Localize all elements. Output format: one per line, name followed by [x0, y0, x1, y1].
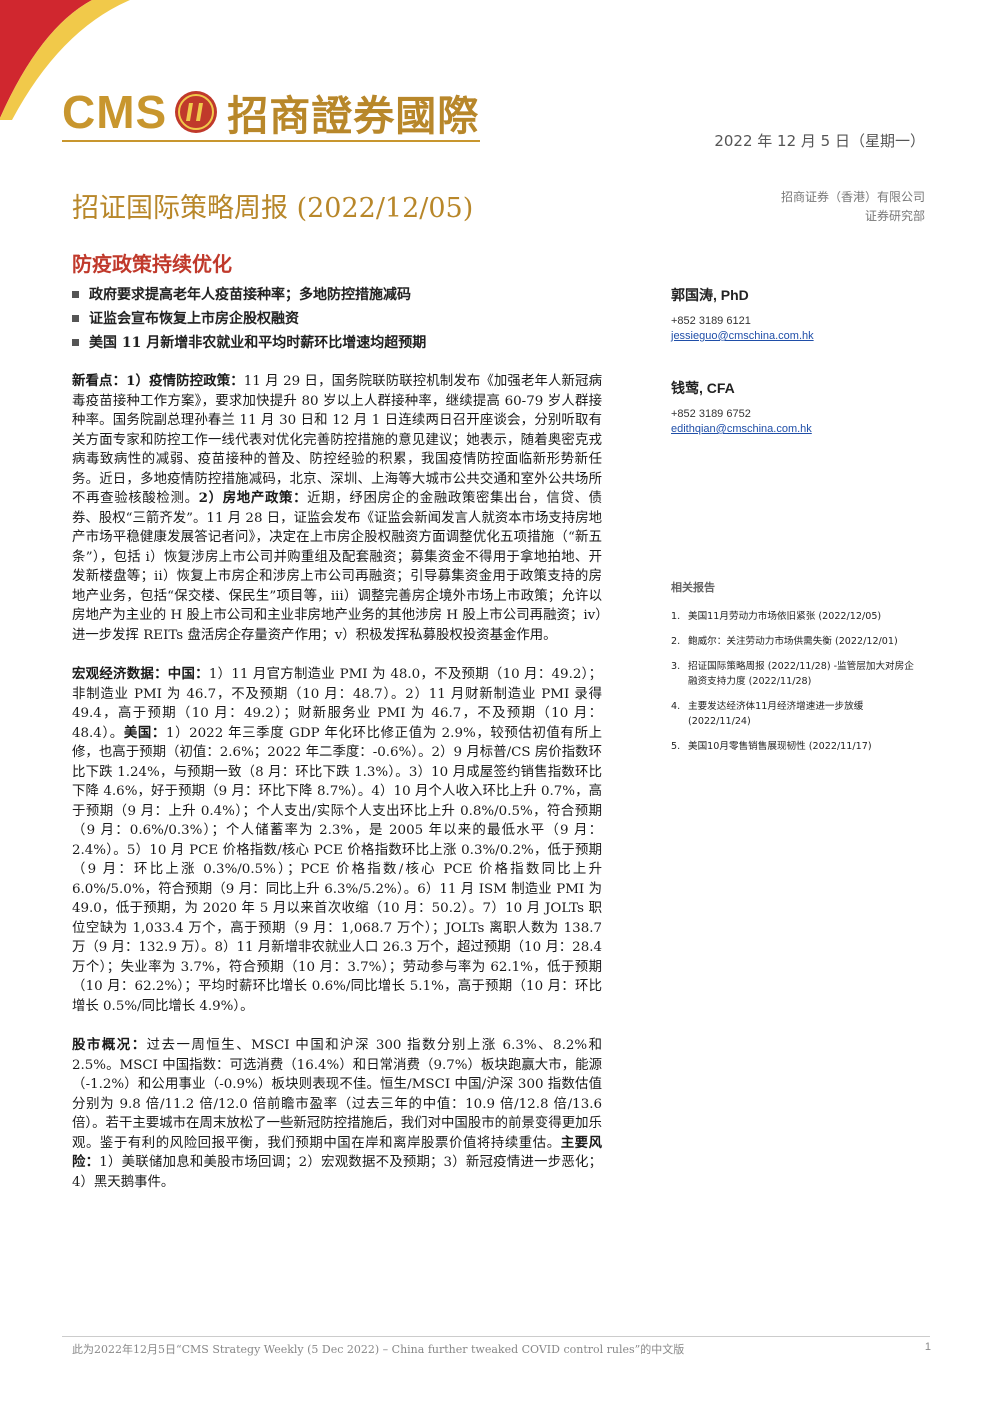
corner-decoration [0, 0, 130, 120]
section-new-highlights: 新看点：1）疫情防控政策：11 月 29 日，国务院联防联控机制发布《加强老年人… [72, 373, 603, 643]
section-market-overview: 股市概况：过去一周恒生、MSCI 中国和沪深 300 指数分别上涨 6.3%、8… [72, 1037, 603, 1190]
authors-panel: 郭国涛, PhD +852 3189 6121 jessieguo@cmschi… [671, 285, 926, 471]
author-card: 钱莺, CFA +852 3189 6752 edithqian@cmschin… [671, 378, 926, 437]
highlight-item: 证监会宣布恢复上市房企股权融资 [72, 306, 632, 330]
logo-underline [62, 140, 480, 142]
bullet-square-icon [72, 290, 79, 298]
logo-text-en: CMS [62, 86, 168, 138]
department-name: 证券研究部 [864, 209, 925, 223]
main-body: 新看点：1）疫情防控政策：11 月 29 日，国务院联防联控机制发布《加强老年人… [72, 372, 602, 1212]
bullet-square-icon [72, 314, 79, 322]
company-info: 招商证券（香港）有限公司 证券研究部 [781, 188, 925, 226]
author-email-link[interactable]: edithqian@cmschina.com.hk [671, 423, 812, 435]
related-reports-title: 相关报告 [671, 581, 715, 594]
footer-note: 此为2022年12月5日“CMS Strategy Weekly (5 Dec … [72, 1343, 685, 1356]
author-email-link[interactable]: jessieguo@cmschina.com.hk [671, 330, 814, 342]
author-phone: +852 3189 6121 [671, 315, 751, 327]
highlights-list: 政府要求提高老年人疫苗接种率；多地防控措施减码 证监会宣布恢复上市房企股权融资 … [72, 282, 632, 354]
footer-divider [62, 1336, 930, 1337]
related-report-item[interactable]: 3.招证国际策略周报 (2022/11/28) -监管层加大对房企融资支持力度 … [671, 661, 914, 687]
author-phone: +852 3189 6752 [671, 408, 751, 420]
related-report-item[interactable]: 5.美国10月零售销售展现韧性 (2022/11/17) [671, 741, 872, 752]
company-name: 招商证券（香港）有限公司 [780, 190, 925, 204]
page-number: 1 [924, 1341, 931, 1353]
logo-badge-icon [175, 91, 218, 133]
report-title: 招证国际策略周报 (2022/12/05) [72, 193, 474, 224]
company-logo: CMS 招商證券國際 [62, 84, 479, 140]
author-name: 钱莺, CFA [671, 380, 735, 396]
author-name: 郭国涛, PhD [671, 287, 749, 303]
highlight-item: 美国 11 月新增非农就业和平均时薪环比增速均超预期 [72, 330, 632, 354]
logo-text-cn: 招商證券國際 [227, 92, 480, 140]
report-date: 2022 年 12 月 5 日（星期一） [714, 132, 925, 150]
author-card: 郭国涛, PhD +852 3189 6121 jessieguo@cmschi… [671, 285, 926, 344]
section-macro-data: 宏观经济数据：中国：1）11 月官方制造业 PMI 为 48.0，不及预期（10… [72, 666, 603, 1014]
related-reports: 相关报告 1.美国11月劳动力市场依旧紧张 (2022/12/05) 2.鲍威尔… [671, 579, 923, 764]
related-report-item[interactable]: 2.鲍威尔：关注劳动力市场供需失衡 (2022/12/01) [671, 636, 898, 647]
report-subtitle: 防疫政策持续优化 [72, 252, 232, 276]
highlight-item: 政府要求提高老年人疫苗接种率；多地防控措施减码 [72, 282, 632, 306]
related-report-item[interactable]: 1.美国11月劳动力市场依旧紧张 (2022/12/05) [671, 611, 882, 622]
related-report-item[interactable]: 4.主要发达经济体11月经济增速进一步放缓 (2022/11/24) [671, 701, 864, 727]
bullet-square-icon [72, 338, 79, 346]
